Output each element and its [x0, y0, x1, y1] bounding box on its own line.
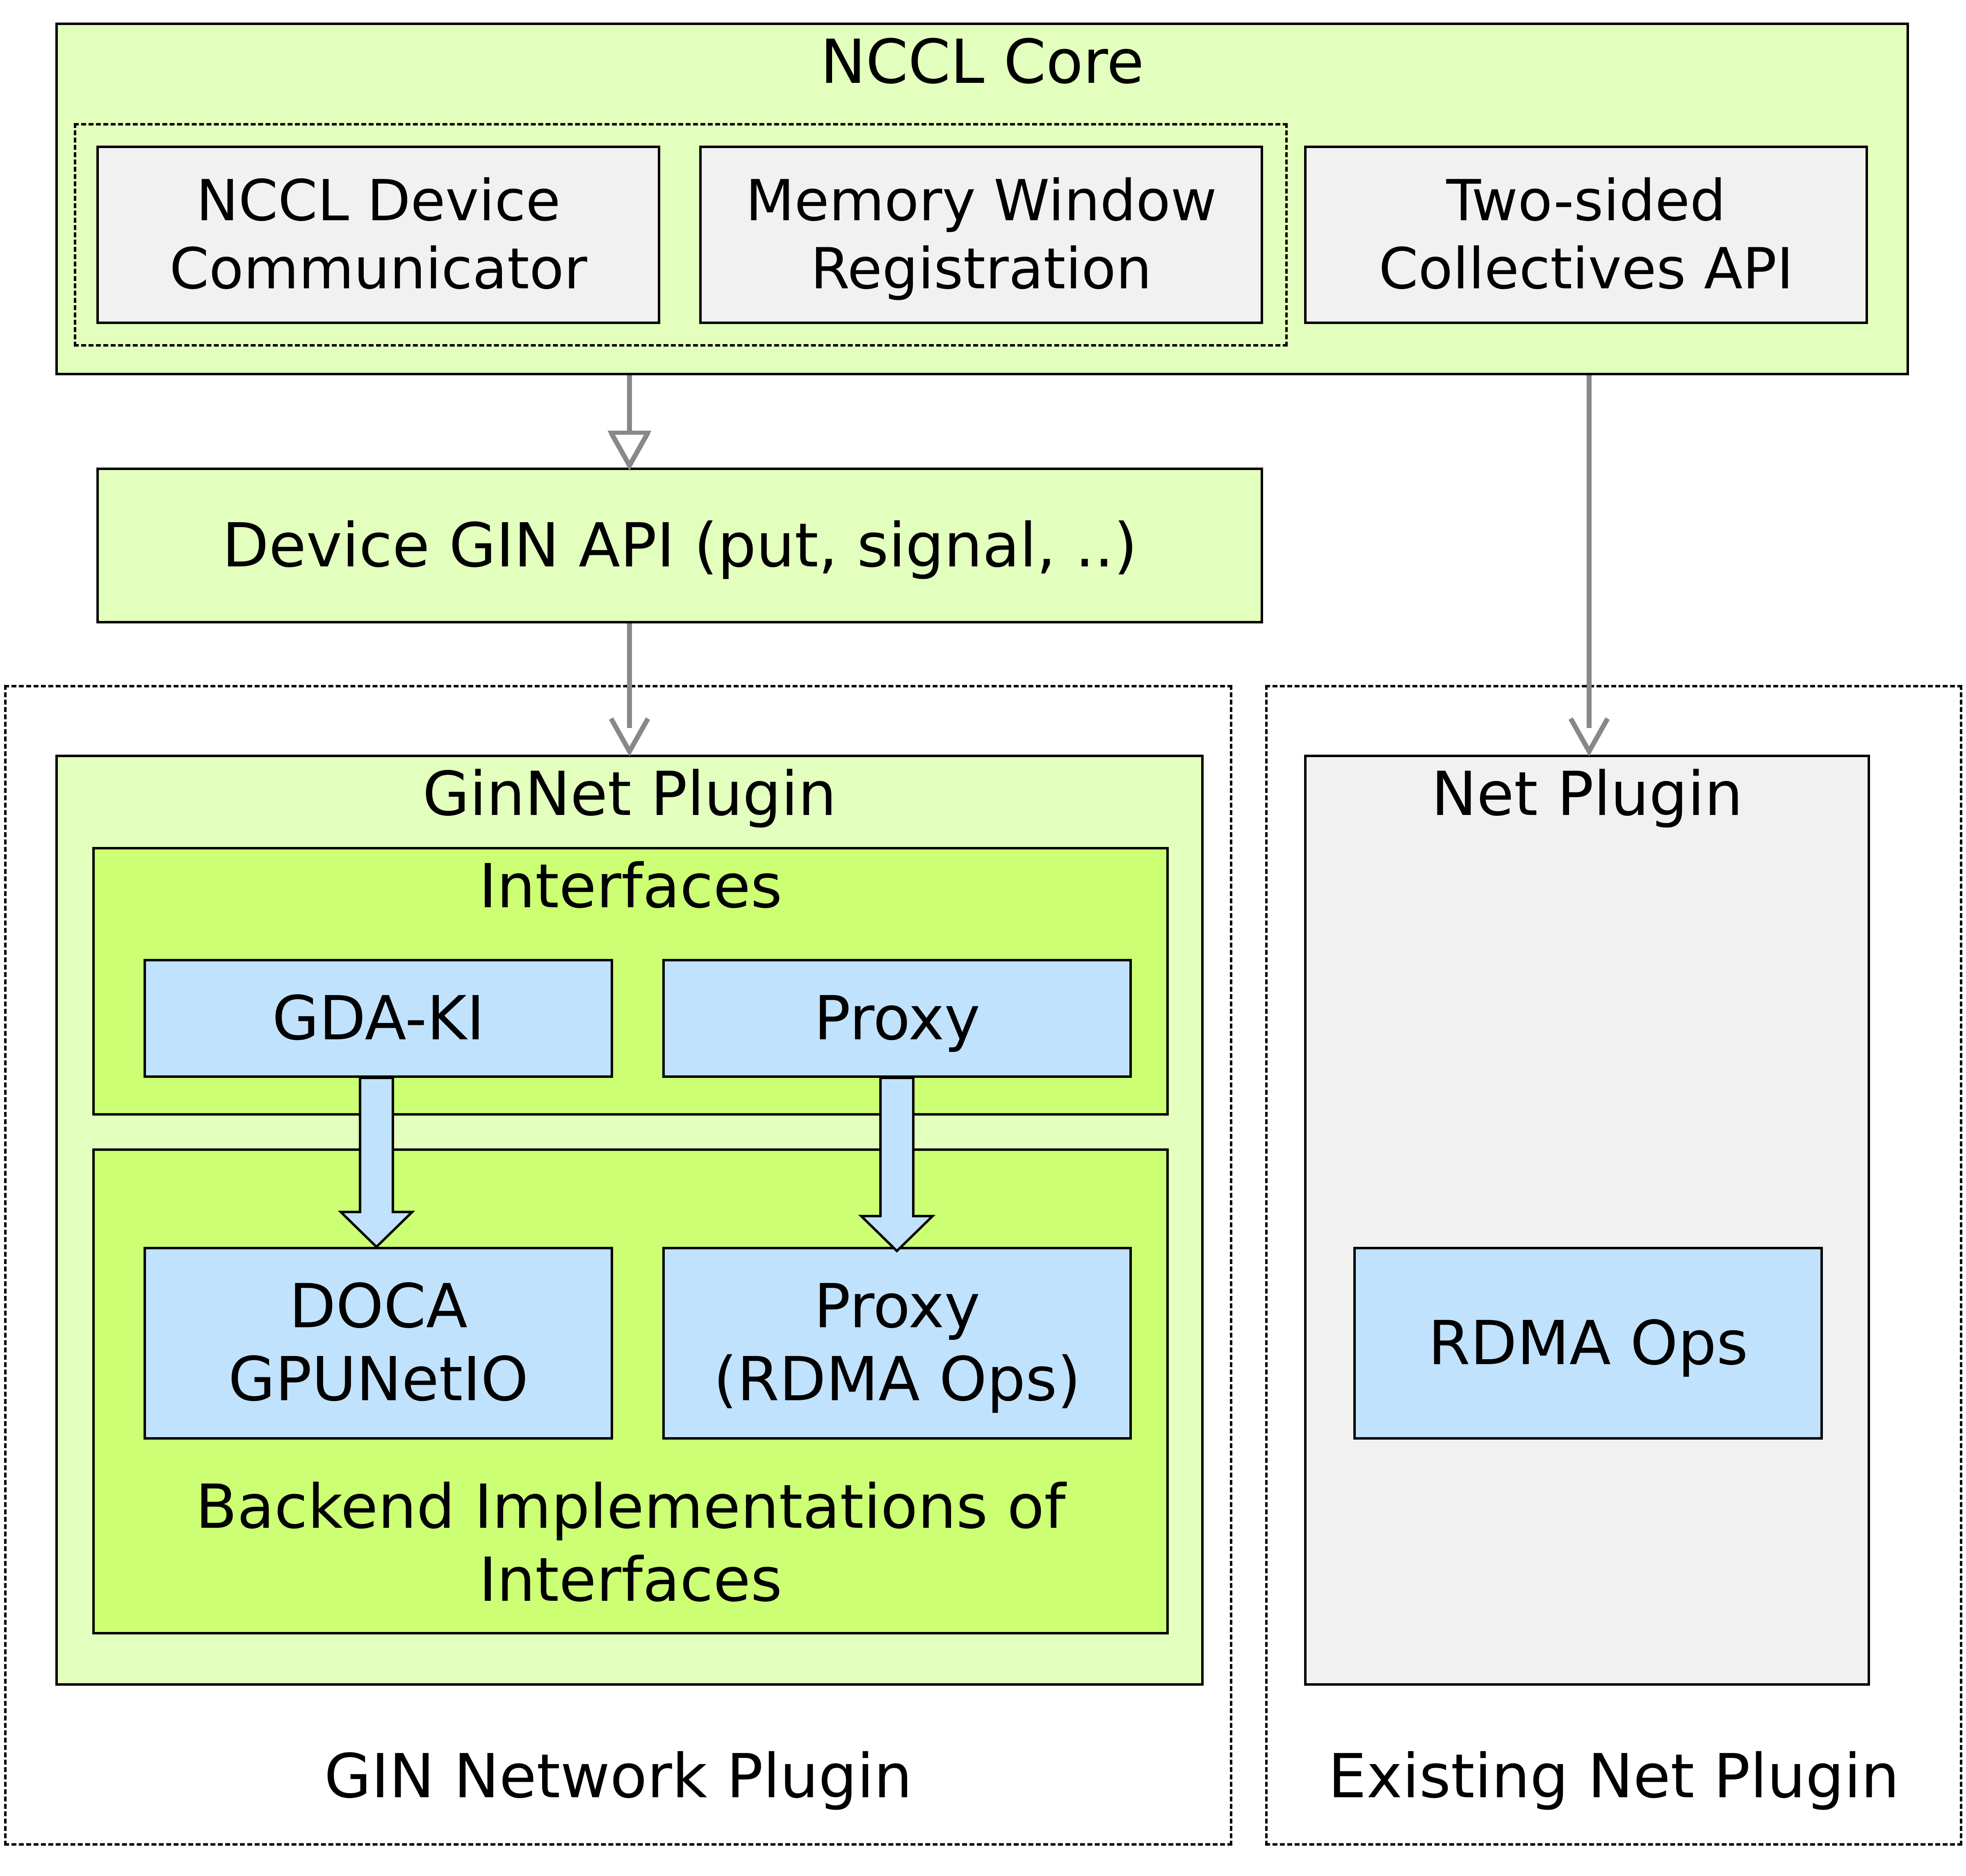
nccl-core-title: NCCL Core — [820, 27, 1144, 97]
proxy-interface-box: Proxy — [662, 959, 1132, 1078]
proxy-rdma-ops-label: Proxy (RDMA Ops) — [713, 1271, 1081, 1415]
core-to-gin-api-arrow — [607, 375, 652, 471]
gda-ki-box: GDA-KI — [144, 959, 613, 1078]
gin-api-to-ginnet-arrow — [609, 623, 650, 757]
proxy-to-proxy-rdma-arrow — [858, 1077, 936, 1253]
device-api-group — [74, 123, 1288, 347]
gin-network-plugin-label: GIN Network Plugin — [324, 1741, 912, 1812]
memory-window-registration-label: Memory Window Registration — [745, 167, 1217, 302]
backend-implementations-title: Backend Implementations of Interfaces — [195, 1472, 1066, 1615]
collectives-to-net-plugin-arrow — [1568, 375, 1610, 757]
nccl-device-communicator-label: NCCL Device Communicator — [169, 167, 587, 302]
gda-ki-label: GDA-KI — [272, 983, 485, 1054]
net-plugin-box: Net Plugin — [1304, 755, 1870, 1686]
nccl-device-communicator-box: NCCL Device Communicator — [96, 146, 660, 324]
proxy-interface-label: Proxy — [814, 983, 981, 1054]
existing-net-plugin-label: Existing Net Plugin — [1328, 1741, 1900, 1812]
doca-gpunetio-box: DOCA GPUNetIO — [144, 1247, 613, 1440]
existing-net-plugin-group: Existing Net Plugin — [1265, 685, 1962, 1846]
net-plugin-title: Net Plugin — [1431, 759, 1743, 829]
doca-gpunetio-label: DOCA GPUNetIO — [228, 1271, 529, 1415]
two-sided-collectives-box: Two-sided Collectives API — [1304, 146, 1868, 324]
ginnet-plugin-title: GinNet Plugin — [422, 759, 837, 829]
rdma-ops-label: RDMA Ops — [1428, 1308, 1748, 1378]
device-gin-api-box: Device GIN API (put, signal, ..) — [96, 468, 1263, 623]
gda-ki-to-doca-arrow — [338, 1077, 415, 1249]
interfaces-title: Interfaces — [479, 851, 782, 922]
two-sided-collectives-label: Two-sided Collectives API — [1378, 167, 1794, 302]
device-gin-api-label: Device GIN API (put, signal, ..) — [222, 510, 1138, 581]
memory-window-registration-box: Memory Window Registration — [699, 146, 1263, 324]
rdma-ops-box: RDMA Ops — [1353, 1247, 1823, 1440]
gin-network-plugin-group: GIN Network Plugin — [4, 685, 1232, 1846]
